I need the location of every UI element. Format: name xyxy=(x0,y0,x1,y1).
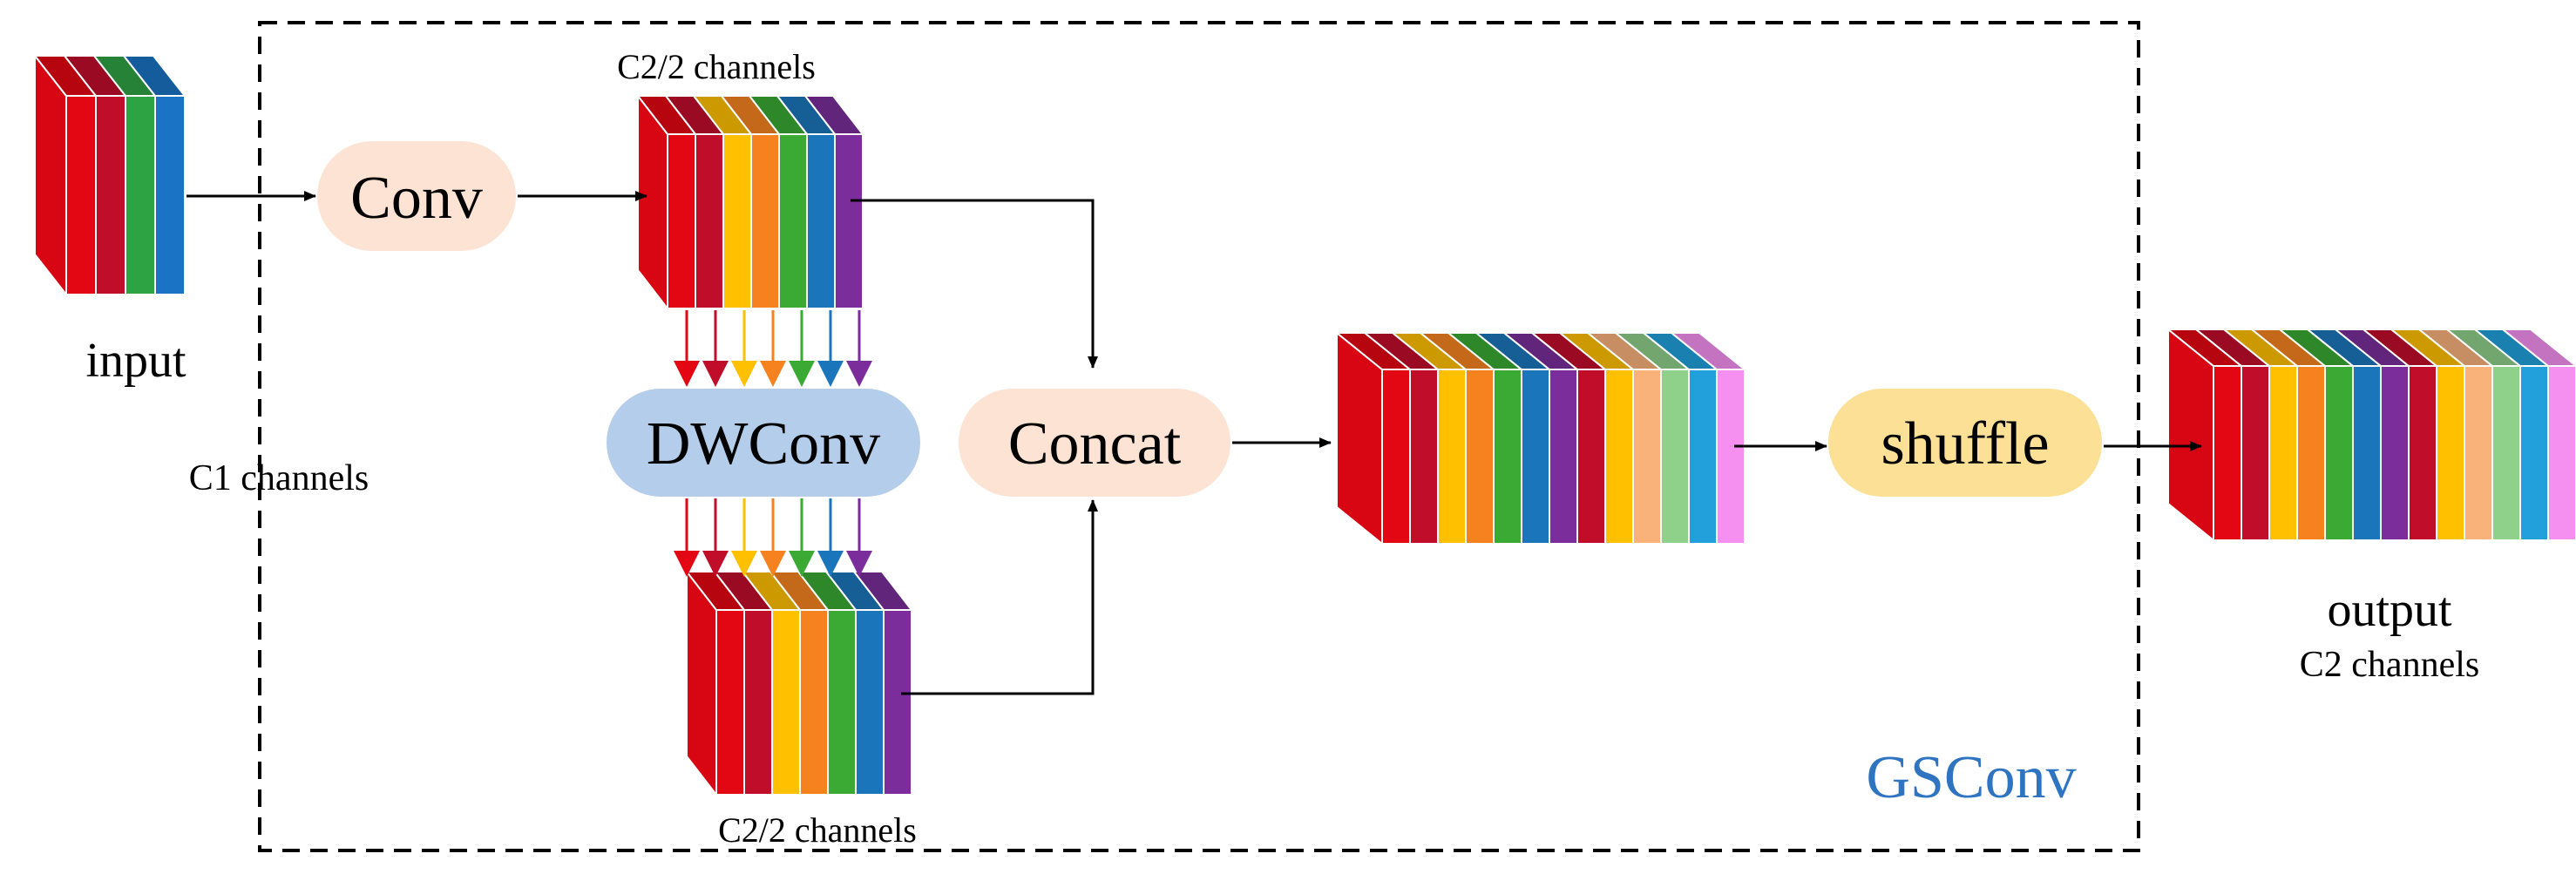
output-tensor xyxy=(2166,327,2576,543)
shuffle-label: shuffle xyxy=(1881,410,2049,478)
dwconv-node: DWConv xyxy=(607,389,920,497)
channel-slice xyxy=(2408,365,2437,541)
channel-slice xyxy=(2491,365,2521,541)
channel-arrow-head xyxy=(760,551,786,577)
input-label: input xyxy=(85,334,186,388)
channel-slice xyxy=(1493,369,1522,545)
concat-output-tensor xyxy=(1334,330,1747,546)
channel-slice xyxy=(2213,365,2242,541)
channel-arrow-head xyxy=(846,551,872,577)
conv-label: Conv xyxy=(350,165,483,232)
channel-slice xyxy=(750,133,780,309)
channel-slice xyxy=(65,95,97,295)
channel-slice xyxy=(806,133,836,309)
channel-slice xyxy=(2436,365,2465,541)
channel-slice xyxy=(1688,369,1718,545)
c2-channels-label: C2 channels xyxy=(2300,645,2479,685)
channel-arrow-head xyxy=(817,551,844,577)
channel-slice xyxy=(743,609,773,796)
channel-slice xyxy=(799,609,829,796)
channel-arrow-head xyxy=(674,551,700,577)
channel-slice xyxy=(2547,365,2576,541)
channel-slice xyxy=(2464,365,2493,541)
channel-slice xyxy=(834,133,864,309)
connector-arrows xyxy=(186,191,2202,695)
input-tensor xyxy=(32,53,187,297)
concat-node: Concat xyxy=(959,389,1230,497)
channel-arrow-head xyxy=(760,361,786,387)
arrow-half-to-concat xyxy=(851,199,1098,369)
channel-arrow-head xyxy=(789,361,815,387)
channel-arrow-head xyxy=(846,361,872,387)
channel-slice xyxy=(2324,365,2354,541)
channel-slice xyxy=(125,95,156,295)
channel-slice xyxy=(2352,365,2382,541)
channel-slice xyxy=(2296,365,2326,541)
gsconv-title: GSConv xyxy=(1866,744,2076,811)
channel-slice xyxy=(2240,365,2270,541)
shuffle-node: shuffle xyxy=(1828,389,2102,497)
channel-slice xyxy=(667,133,696,309)
channel-slice xyxy=(771,609,801,796)
channel-slice xyxy=(154,95,186,295)
channel-slice xyxy=(722,133,752,309)
dwconv-output-tensor xyxy=(684,569,914,797)
channel-arrow-head xyxy=(702,551,729,577)
channel-arrow-head xyxy=(702,361,729,387)
channel-slice xyxy=(1521,369,1550,545)
channel-slice xyxy=(2268,365,2298,541)
channel-arrow-head xyxy=(731,551,757,577)
channel-slice xyxy=(1381,369,1411,545)
output-label: output xyxy=(2327,583,2452,637)
channel-arrow-head xyxy=(817,361,844,387)
channel-slice xyxy=(1465,369,1495,545)
channel-slice xyxy=(883,609,912,796)
gsconv-module-border xyxy=(258,21,2140,852)
c2-half-top-label: C2/2 channels xyxy=(617,47,816,86)
channel-slice xyxy=(95,95,126,295)
tensor-side-face xyxy=(34,53,67,297)
channel-slice xyxy=(1604,369,1634,545)
channel-slice xyxy=(1660,369,1690,545)
channel-slice xyxy=(1549,369,1578,545)
channel-arrow-head xyxy=(674,361,700,387)
dwconv-output-arrows xyxy=(674,498,872,577)
dwconv-input-arrows xyxy=(674,310,872,387)
dwconv-label: DWConv xyxy=(647,410,880,478)
channel-slice xyxy=(1437,369,1467,545)
c2-half-bottom-label: C2/2 channels xyxy=(718,810,917,850)
channel-slice xyxy=(827,609,857,796)
channel-slice xyxy=(1576,369,1606,545)
channel-slice xyxy=(695,133,724,309)
channel-slice xyxy=(1716,369,1746,545)
concat-label: Concat xyxy=(1008,410,1182,478)
channel-slice xyxy=(2519,365,2549,541)
channel-arrow-head xyxy=(731,361,757,387)
channel-slice xyxy=(1409,369,1439,545)
arrow-dwconv-to-concat xyxy=(901,499,1098,695)
conv-node: Conv xyxy=(317,141,516,251)
channel-slice xyxy=(1632,369,1662,545)
channel-arrow-head xyxy=(789,551,815,577)
channel-slice xyxy=(715,609,745,796)
channel-slice xyxy=(778,133,808,309)
channel-slice xyxy=(855,609,885,796)
channel-slice xyxy=(2380,365,2410,541)
c1-channels-label: C1 channels xyxy=(189,458,369,498)
conv-output-tensor xyxy=(635,93,865,311)
